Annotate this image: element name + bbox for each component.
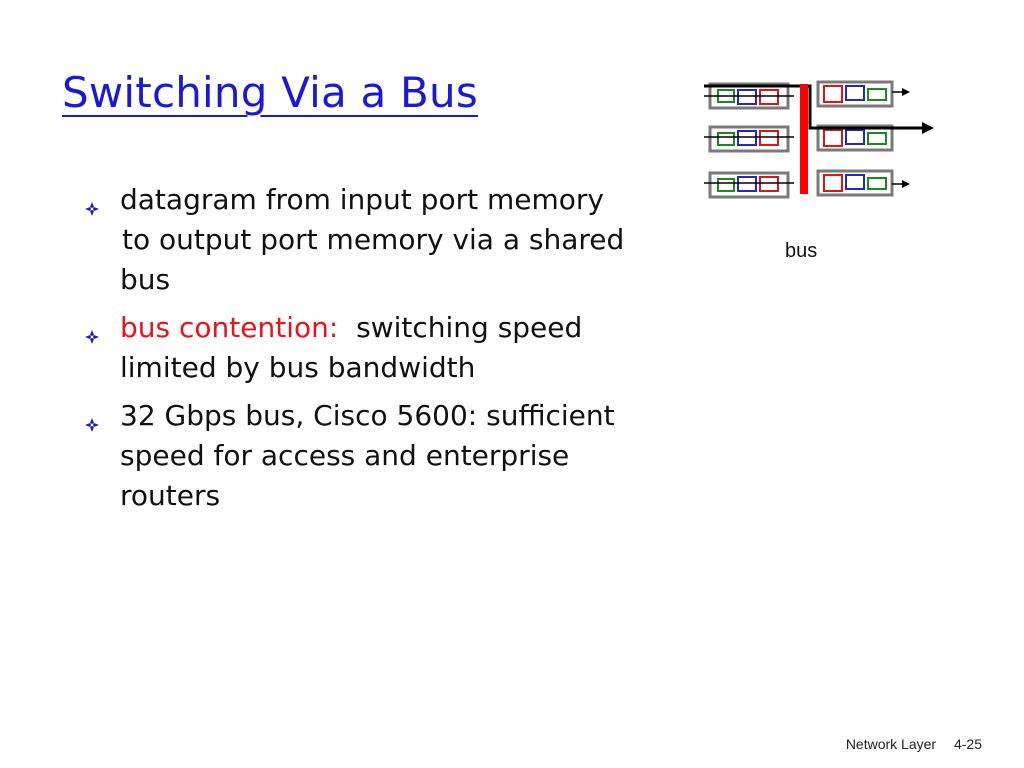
slide-footer: Network Layer 4-25 — [846, 736, 982, 752]
bullet-line: 32 Gbps bus, Cisco 5600: sufficient — [120, 399, 615, 432]
diamond-bullet-icon — [84, 188, 100, 216]
input-port — [708, 125, 790, 153]
bullet-line: bus contention: switching speed — [120, 308, 700, 348]
diamond-bullet-icon — [84, 316, 100, 344]
output-port — [816, 80, 894, 108]
bullet-line: datagram from input port memory — [120, 183, 604, 216]
bus-bar — [800, 84, 808, 194]
output-port — [816, 169, 894, 197]
diamond-bullet-icon — [84, 404, 100, 432]
output-ports — [816, 80, 894, 197]
bullet-line: routers — [120, 479, 221, 512]
bus-contention-label: bus contention: — [120, 311, 339, 344]
slide-title: Switching Via a Bus — [62, 68, 478, 117]
bullet-list: datagram from input port memory to outpu… — [80, 180, 700, 524]
bus-label: bus — [785, 240, 818, 262]
input-port — [708, 171, 790, 199]
footer-page-number: 4-25 — [953, 736, 982, 752]
bullet-line: limited by bus bandwidth — [120, 351, 476, 384]
bullet-item: 32 Gbps bus, Cisco 5600: sufficient spee… — [80, 396, 700, 516]
bullet-item: bus contention: switching speed limited … — [80, 308, 700, 388]
bullet-line: speed for access and enterprise — [120, 439, 570, 472]
bullet-line: to output port memory via a shared — [122, 223, 625, 256]
output-port — [816, 124, 894, 152]
bullet-line: bus — [120, 263, 171, 296]
bus-switch-diagram — [704, 80, 934, 199]
bullet-item: datagram from input port memory to outpu… — [80, 180, 700, 300]
footer-section: Network Layer — [845, 736, 937, 752]
bullet-text: switching speed — [338, 311, 583, 344]
input-ports — [708, 82, 790, 199]
